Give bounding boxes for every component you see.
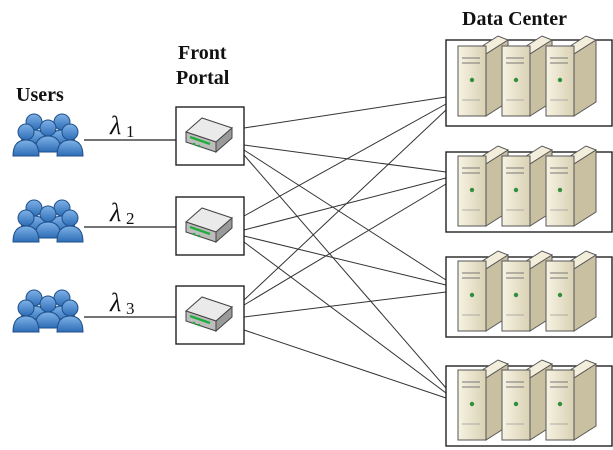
front-portal-3 xyxy=(175,285,245,345)
link-portal3-dc2 xyxy=(243,183,447,306)
server-tower-icon xyxy=(458,251,596,331)
data-center-3 xyxy=(445,251,613,338)
link-portal2-dc3 xyxy=(243,235,447,286)
lambda-2: λ 2 xyxy=(109,198,135,228)
link-portal1-dc4 xyxy=(243,154,447,389)
server-tower-icon xyxy=(458,146,596,226)
front-label: Front xyxy=(178,42,227,64)
server-tower-icon xyxy=(458,360,596,440)
users-group-icon xyxy=(13,114,83,156)
data-center-1 xyxy=(445,36,613,127)
svg-text:3: 3 xyxy=(126,299,135,318)
link-portal1-dc3 xyxy=(243,149,447,281)
users-group-icon xyxy=(13,200,83,242)
link-portal2-dc4 xyxy=(243,241,447,394)
data-center-title: Data Center xyxy=(462,8,567,30)
portal-datacenter-links xyxy=(243,96,447,399)
link-portal3-dc4 xyxy=(243,329,447,399)
portal-label: Portal xyxy=(176,67,230,89)
svg-text:2: 2 xyxy=(126,209,135,228)
front-portal-1 xyxy=(175,106,245,166)
users-group-icon xyxy=(13,290,83,332)
link-portal3-dc1 xyxy=(243,109,447,301)
data-center-2 xyxy=(445,146,613,233)
users-title: Users xyxy=(16,84,64,106)
link-portal1-dc2 xyxy=(243,144,447,173)
link-portal3-dc3 xyxy=(243,291,447,318)
link-portal2-dc1 xyxy=(243,103,447,217)
svg-text:λ: λ xyxy=(109,111,121,140)
data-center-4 xyxy=(445,360,613,447)
front-portal-2 xyxy=(175,196,245,256)
svg-text:1: 1 xyxy=(126,122,135,141)
svg-text:λ: λ xyxy=(109,198,121,227)
lambda-3: λ 3 xyxy=(109,288,135,318)
link-portal2-dc2 xyxy=(243,177,447,231)
link-portal1-dc1 xyxy=(243,96,447,129)
svg-text:λ: λ xyxy=(109,288,121,317)
server-tower-icon xyxy=(458,36,596,116)
lambda-1: λ 1 xyxy=(109,111,135,141)
